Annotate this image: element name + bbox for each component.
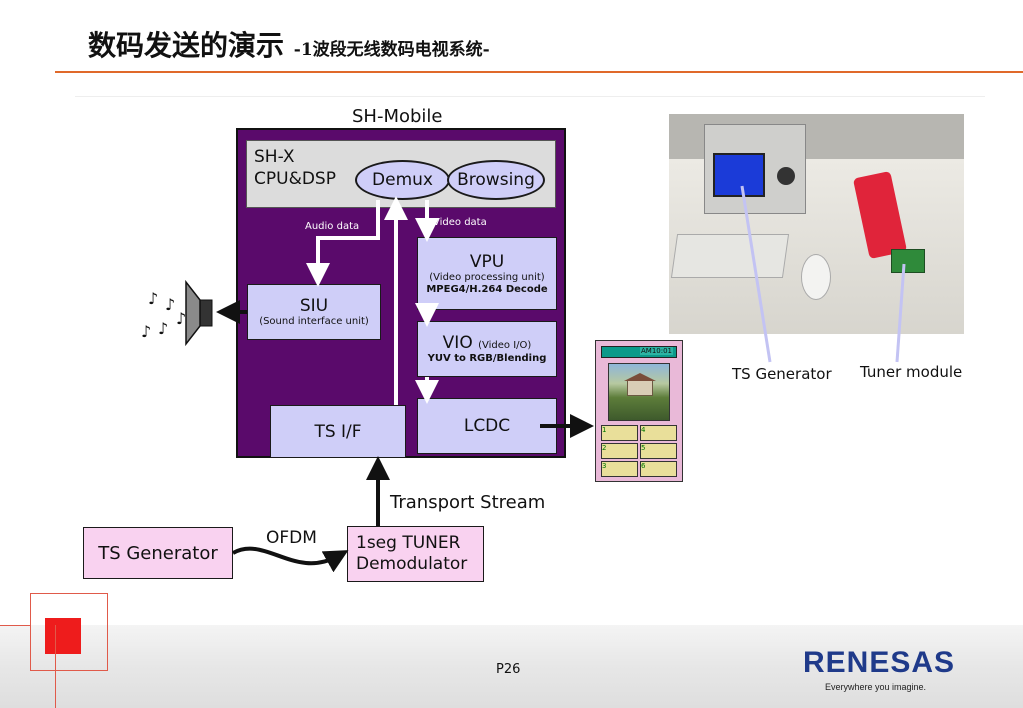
tuner-demodulator-box: 1seg TUNER Demodulator [347,526,484,582]
phone-key: 1 [601,425,638,441]
browsing-ellipse: Browsing [447,160,545,200]
ofdm-label: OFDM [266,528,317,548]
video-data-label: Video data [433,217,487,228]
ts-generator-box: TS Generator [83,527,233,579]
svg-text:♪: ♪ [158,319,168,338]
phone-key-label: 5 [641,444,646,452]
svg-text:♪: ♪ [176,309,186,328]
phone-screen-image [608,363,670,421]
vio-title: VIO [442,333,473,353]
footer-decor-frame [30,593,108,671]
photo-ts-generator-device [704,124,806,214]
music-notes-icon: ♪ ♪ ♪ ♪ ♪ [141,289,186,341]
renesas-tagline: Everywhere you imagine. [825,682,927,692]
audio-data-label: Audio data [305,221,360,232]
renesas-logo: RENESAS [803,646,956,679]
phone-key-label: 6 [641,462,646,470]
speaker-icon [185,279,213,347]
slide-title: 数码发送的演示 -1波段无线数码电视系统- [88,24,490,64]
phone-key-label: 2 [602,444,607,452]
vio-title-row: VIO (Video I/O) [443,333,532,353]
phone-key: 2 [601,443,638,459]
ofdm-wave-arrow [232,546,349,573]
tsif-box: TS I/F [270,405,406,458]
siu-box: SIU (Sound interface unit) [247,284,381,340]
svg-text:♪: ♪ [148,289,158,308]
content-frame [75,96,985,97]
vio-desc: YUV to RGB/Blending [427,353,547,364]
slide-title-sub: -1波段无线数码电视系统- [293,40,490,60]
footer-decor-hline [0,625,30,626]
footer-decor-vline [55,625,56,708]
siu-desc: (Sound interface unit) [259,316,369,327]
page-number: P26 [496,662,521,677]
transport-stream-label: Transport Stream [390,492,546,513]
vio-paren: (Video I/O) [478,340,532,351]
phone-time: AM10:01 [640,347,674,355]
phone-key: 6 [640,461,677,477]
demo-setup-photo [669,114,964,334]
lcdc-box: LCDC [417,398,557,454]
svg-text:♪: ♪ [165,295,175,314]
photo-tuner-board [891,249,925,273]
tuner-line1: 1seg TUNER [356,533,461,553]
phone-key-label: 1 [602,426,607,434]
vpu-codec: MPEG4/H.264 Decode [426,283,548,295]
photo-label-ts-generator: TS Generator [732,365,832,383]
siu-title: SIU [299,296,329,316]
phone-display: AM10:01 1 4 2 5 3 6 [595,340,683,482]
phone-key: 3 [601,461,638,477]
shx-label-line1: SH-X [254,147,295,167]
vpu-box: VPU (Video processing unit) MPEG4/H.264 … [417,237,557,310]
shx-label: SH-X CPU&DSP [254,146,336,190]
photo-label-tuner-module: Tuner module [860,363,963,381]
phone-key-label: 4 [641,426,646,434]
audio-data-arrow [306,200,380,287]
photo-mouse [801,254,831,300]
vio-box: VIO (Video I/O) YUV to RGB/Blending [417,321,557,377]
sh-mobile-label: SH-Mobile [352,106,443,127]
phone-key-label: 3 [602,462,607,470]
photo-ts-generator-dial [777,167,795,185]
phone-key: 5 [640,443,677,459]
svg-text:♪: ♪ [141,322,151,341]
photo-ts-generator-screen [713,153,765,197]
shx-label-line2: CPU&DSP [254,169,336,189]
vpu-desc: (Video processing unit) [429,271,545,283]
title-underline [55,71,1023,73]
phone-keypad: 1 4 2 5 3 6 [601,425,677,477]
slide-title-main: 数码发送的演示 [88,29,285,62]
footer-decor-square [45,618,81,654]
vpu-title: VPU [469,251,505,272]
phone-image-roof [624,373,656,381]
footer-band [0,625,1023,708]
tuner-line2: Demodulator [356,554,468,574]
phone-key: 4 [640,425,677,441]
